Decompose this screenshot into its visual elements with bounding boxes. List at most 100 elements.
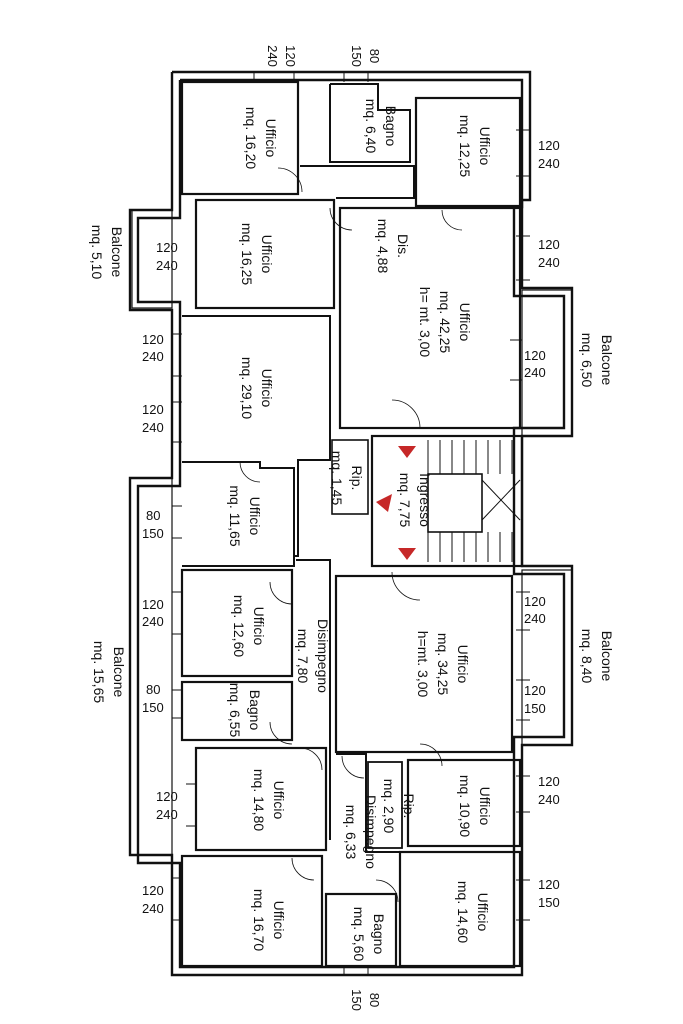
room-r16-area: mq. 2,90 <box>381 779 397 834</box>
window-w14-width: 120 <box>524 594 546 609</box>
window-w13-height: 240 <box>142 901 164 916</box>
entry-arrow-bottom-icon <box>398 548 416 560</box>
entry-arrow-top-icon <box>398 446 416 458</box>
window-w8-width: 120 <box>142 402 164 417</box>
room-r15-area: mq. 14,80 <box>251 769 267 831</box>
window-w8-height: 240 <box>142 420 164 435</box>
window-w11-width: 80 <box>146 682 160 697</box>
window-w1-width: 120 <box>283 45 298 67</box>
window-w6-width: 120 <box>156 240 178 255</box>
window-w2-width: 80 <box>367 49 382 63</box>
room-r18-name: Ufficio <box>477 787 493 826</box>
room-r18-area: mq. 10,90 <box>457 775 473 837</box>
room-r16-name: Rip. <box>401 794 417 819</box>
room-r13-name: Ufficio <box>455 645 471 684</box>
room-r12-area: mq. 7,80 <box>295 629 311 684</box>
room-r10-area: mq. 11,65 <box>227 485 243 546</box>
balcony-b1-outline <box>131 209 173 309</box>
window-w10-height: 240 <box>142 614 164 629</box>
room-r17-area: mq. 6,33 <box>343 805 359 860</box>
room-r5-area: mq. 4,88 <box>375 219 391 274</box>
balcony-b2-area: mq. 6,50 <box>579 333 595 388</box>
room-r1-name: Ufficio <box>263 119 279 158</box>
window-w1-height: 240 <box>265 45 280 67</box>
entry-arrow-mid-icon <box>376 494 392 512</box>
window-w7-height: 240 <box>142 349 164 364</box>
window-w3-height: 240 <box>538 156 560 171</box>
room-r15-name: Ufficio <box>271 781 287 820</box>
room-r14-name: Bagno <box>247 690 263 731</box>
room-r21-name: Ufficio <box>475 893 491 932</box>
window-w16-width: 120 <box>538 774 560 789</box>
staircase <box>427 440 521 562</box>
window-w16-height: 240 <box>538 792 560 807</box>
window-w11-height: 150 <box>142 700 164 715</box>
room-r17-name: Disimpegno <box>363 795 379 869</box>
window-w13-width: 120 <box>142 883 164 898</box>
balcony-b3-area: mq. 15,65 <box>91 641 107 703</box>
window-w5-height: 240 <box>524 365 546 380</box>
balcony-b3-outline <box>129 477 173 856</box>
balcony-b1-name: Balcone <box>109 227 125 278</box>
room-r13-height: h=mt. 3,00 <box>415 631 431 698</box>
room-r4-name: Ufficio <box>259 235 275 274</box>
room-r1-area: mq. 16,20 <box>243 107 259 169</box>
room-r7-area: mq. 29,10 <box>239 357 255 419</box>
room-r9-name: Ingresso <box>417 473 433 527</box>
window-w19-height: 150 <box>349 989 364 1011</box>
room-r20-area: mq. 5,60 <box>351 907 367 962</box>
balconies <box>129 209 573 856</box>
balcony-b4-area: mq. 8,40 <box>579 629 595 684</box>
room-r3-area: mq. 12,25 <box>457 115 473 177</box>
balcony-b2-name: Balcone <box>599 335 615 386</box>
room-labels: Ufficio mq. 16,20 Bagno mq. 6,40 Ufficio… <box>227 99 493 962</box>
room-r19-name: Ufficio <box>271 901 287 940</box>
room-r8-name: Rip. <box>349 466 365 491</box>
window-w4-height: 240 <box>538 255 560 270</box>
balcony-b1-area: mq. 5,10 <box>89 225 105 280</box>
window-w12-height: 240 <box>156 807 178 822</box>
room-r19-area: mq. 16,70 <box>251 889 267 951</box>
room-r14-area: mq. 6,55 <box>227 683 243 738</box>
window-w9-height: 150 <box>142 526 164 541</box>
window-w3-width: 120 <box>538 138 560 153</box>
room-r21-area: mq. 14,60 <box>455 881 471 943</box>
balcony-b4-name: Balcone <box>599 631 615 682</box>
window-w17-width: 120 <box>538 877 560 892</box>
room-r11-area: mq. 12,60 <box>231 595 247 657</box>
window-w4-width: 120 <box>538 237 560 252</box>
room-r7-name: Ufficio <box>259 369 275 408</box>
room-r8-area: mq. 1,45 <box>329 451 345 506</box>
room-r6-height: h= mt. 3,00 <box>417 287 433 358</box>
room-outlines <box>180 80 524 968</box>
room-r10-name: Ufficio <box>247 497 263 536</box>
room-r4-area: mq. 16,25 <box>239 223 255 285</box>
room-r2-area: mq. 6,40 <box>363 99 379 154</box>
window-labels: 120 240 80 150 120 240 120 240 120 240 1… <box>142 45 560 1011</box>
window-w19-width: 80 <box>367 993 382 1007</box>
balcony-b2-outline <box>521 289 573 437</box>
entry-arrows <box>376 446 416 560</box>
window-w14-height: 240 <box>524 611 546 626</box>
window-w17-height: 150 <box>538 895 560 910</box>
window-symbols <box>172 72 530 976</box>
room-r20-name: Bagno <box>371 914 387 955</box>
room-r5-name: Dis. <box>395 234 411 258</box>
room-r6-name: Ufficio <box>457 303 473 342</box>
balcony-labels: Balcone mq. 5,10 Balcone mq. 6,50 Balcon… <box>89 225 615 704</box>
window-w7-width: 120 <box>142 332 164 347</box>
window-w15-width: 120 <box>524 683 546 698</box>
balcony-b4-outline <box>521 569 573 746</box>
window-w10-width: 120 <box>142 597 164 612</box>
balcony-b3-name: Balcone <box>111 647 127 698</box>
window-w2-height: 150 <box>349 45 364 67</box>
room-r11-name: Ufficio <box>251 607 267 646</box>
room-r6-area: mq. 42,25 <box>437 291 453 353</box>
room-r9-area: mq. 7,75 <box>397 473 413 528</box>
room-r13-area: mq. 34,25 <box>435 633 451 695</box>
window-w15-height: 150 <box>524 701 546 716</box>
room-r2-name: Bagno <box>383 106 399 147</box>
window-w6-height: 240 <box>156 258 178 273</box>
window-w5-width: 120 <box>524 348 546 363</box>
